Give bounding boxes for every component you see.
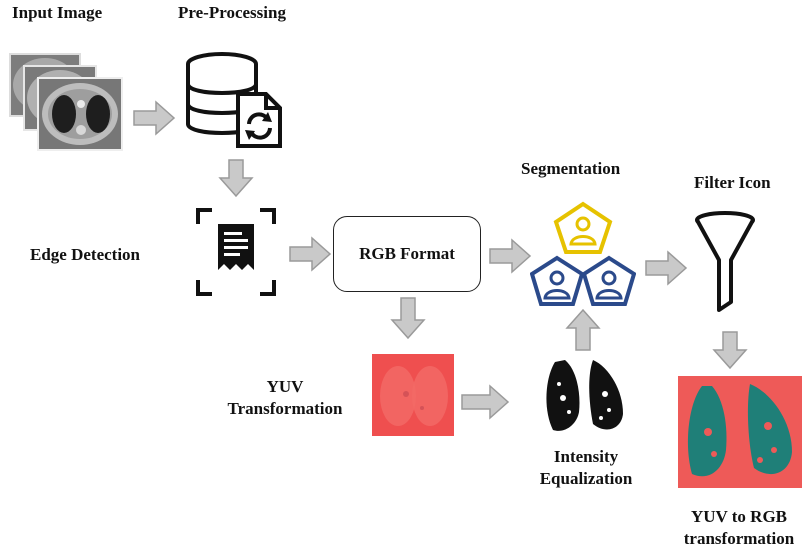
arrow-yuv-to-intensity bbox=[461, 384, 510, 420]
arrow-rgb-to-yuv bbox=[390, 297, 426, 340]
rgb-format-box: RGB Format bbox=[333, 216, 481, 292]
edge-detection-label: Edge Detection bbox=[30, 245, 141, 264]
segmentation-label: Segmentation bbox=[521, 159, 621, 178]
yuv-to-rgb-label: YUV to RGB transformation bbox=[683, 507, 795, 548]
user-group-icon bbox=[530, 201, 636, 306]
pre-processing-label: Pre-Processing bbox=[178, 3, 286, 22]
input-image-label: Input Image bbox=[12, 3, 103, 22]
arrow-intensity-to-segmentation bbox=[565, 308, 601, 351]
arrow-edge-to-rgb bbox=[289, 236, 332, 272]
yuv-to-rgb-image bbox=[678, 376, 802, 488]
arrow-segmentation-to-filter bbox=[645, 250, 688, 286]
arrow-filter-to-yuv-rgb bbox=[712, 331, 748, 370]
ct-scan-stack-image bbox=[9, 53, 123, 151]
yuv-transformation-image bbox=[372, 354, 454, 436]
rgb-format-label: RGB Format bbox=[359, 244, 455, 263]
intensity-equalization-image bbox=[543, 354, 627, 436]
arrow-preprocessing-to-edge bbox=[218, 159, 254, 198]
filter-icon-label: Filter Icon bbox=[694, 173, 771, 192]
yuv-transformation-label: YUV Transformation bbox=[227, 377, 343, 418]
funnel-icon bbox=[695, 211, 755, 312]
scan-document-icon bbox=[196, 208, 276, 296]
database-refresh-icon bbox=[186, 52, 282, 148]
arrow-input-to-preprocessing bbox=[133, 100, 176, 136]
intensity-equalization-label: Intensity Equalization bbox=[539, 447, 633, 488]
arrow-rgb-to-segmentation bbox=[489, 238, 532, 274]
